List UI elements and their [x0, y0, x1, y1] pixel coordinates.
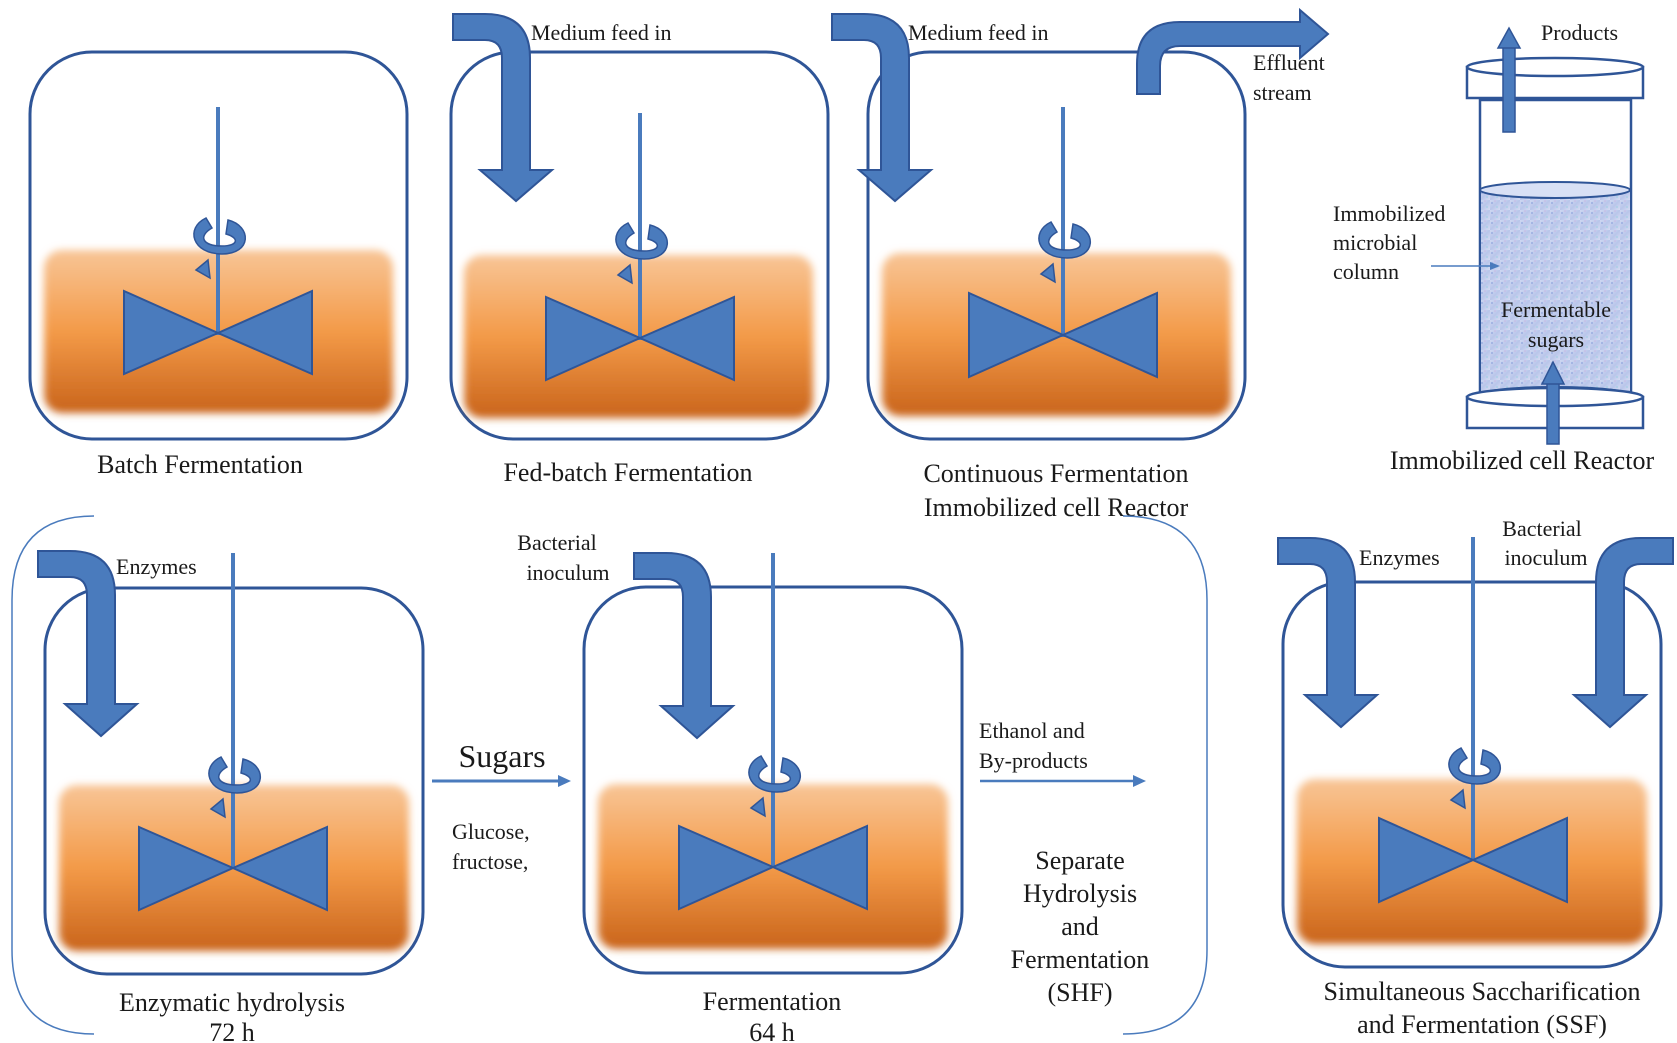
medium-feed-arrow-icon — [831, 13, 934, 203]
impeller-blade-left — [678, 824, 776, 911]
ssf-input1-label: Enzymes — [1359, 545, 1440, 570]
immobilized-packing — [1481, 190, 1630, 395]
rotation-arrow-icon — [208, 756, 261, 794]
impeller-blade-right — [770, 824, 868, 911]
sugars-transfer-arrow-icon — [558, 775, 571, 787]
immobilized-column-reactor: Products Immobilized microbial column Fe… — [1333, 20, 1654, 475]
column-pointer-icon — [1490, 262, 1500, 270]
rotation-arrow-icon — [748, 755, 801, 793]
products-arrow-icon — [1496, 26, 1522, 49]
fermentation-reactor: Bacterial inoculum Fermentation 64 h — [517, 530, 964, 1043]
impeller-blade-right — [1060, 291, 1158, 379]
vessel-outline — [449, 50, 830, 441]
products-label: Products — [1541, 20, 1618, 45]
sugars-label: Sugars — [458, 738, 545, 774]
shf-bracket-left — [11, 515, 95, 1035]
fermentation-input-line2: inoculum — [526, 560, 609, 585]
batch-reactor: Batch Fermentation — [28, 50, 409, 479]
shf-label-line5: (SHF) — [1047, 978, 1112, 1007]
column-label-line2: microbial — [1333, 230, 1417, 255]
impeller-blade-right — [637, 295, 735, 382]
enzymes-feed-arrow-icon — [37, 550, 140, 738]
ethanol-label-line1: Ethanol and — [979, 718, 1085, 743]
ethanol-output: Ethanol and By-products — [979, 718, 1146, 787]
sugars-inlet-shaft — [1546, 381, 1560, 445]
fermentable-sugars-line1: Fermentable — [1501, 297, 1611, 322]
hydrolysis-reactor: Enzymes Enzymatic hydrolysis 72 h — [37, 550, 425, 1043]
sugars-inlet-arrow-icon — [1540, 360, 1566, 385]
vessel-outline — [28, 50, 409, 441]
medium-feed-arrow-icon — [452, 13, 555, 203]
rotation-arrowhead-icon — [1039, 262, 1056, 284]
impeller-blade-left — [1378, 816, 1476, 904]
rotation-arrowhead-icon — [749, 796, 766, 818]
ssf-caption-line2: and Fermentation (SSF) — [1357, 1010, 1607, 1039]
immobilized-caption: Immobilized cell Reactor — [1390, 446, 1655, 475]
continuous-caption-line1: Continuous Fermentation — [923, 459, 1188, 488]
shf-label-line1: Separate — [1035, 846, 1125, 875]
rotation-arrow-icon — [193, 217, 246, 255]
ssf-caption-line1: Simultaneous Saccharification — [1324, 977, 1641, 1006]
hydrolysis-caption-line1: Enzymatic hydrolysis — [119, 988, 345, 1017]
vessel-outline — [866, 50, 1247, 441]
shf-label: Separate Hydrolysis and Fermentation (SH… — [1011, 846, 1150, 1007]
packing-top — [1479, 181, 1631, 199]
impeller-blade-left — [138, 825, 236, 912]
rotation-arrowhead-icon — [209, 797, 226, 819]
ssf-reactor: Enzymes Bacterial inoculum Simultaneous … — [1277, 516, 1674, 1039]
shf-bracket-right — [1122, 515, 1208, 1035]
fedbatch-caption: Fed-batch Fermentation — [503, 458, 752, 487]
rotation-arrow-icon — [1448, 747, 1501, 785]
fermentable-sugars-line2: sugars — [1528, 327, 1584, 352]
hydrolysis-caption-line2: 72 h — [209, 1018, 255, 1043]
rotation-arrowhead-icon — [194, 258, 211, 280]
sugars-transfer: Sugars Glucose, fructose, — [432, 738, 571, 874]
impeller-blade-left — [123, 289, 221, 376]
rotation-arrowhead-icon — [616, 263, 633, 285]
rotation-arrow-icon — [1038, 221, 1091, 259]
enzymes-feed-arrow-icon — [1277, 537, 1380, 729]
continuous-reactor: Medium feed in Effluent stream Continuou… — [831, 7, 1330, 522]
fermentation-caption-line2: 64 h — [749, 1018, 795, 1043]
column-top-rim — [1465, 56, 1645, 78]
effluent-arrow-icon — [1136, 7, 1330, 95]
sugars-sub-line1: Glucose, — [452, 819, 530, 844]
ssf-input2-line1: Bacterial — [1502, 516, 1581, 541]
shf-label-line4: Fermentation — [1011, 945, 1150, 974]
fedbatch-reactor: Medium feed in Fed-batch Fermentation — [449, 13, 830, 487]
continuous-feed-label: Medium feed in — [908, 20, 1049, 45]
ethanol-label-line2: By-products — [979, 748, 1088, 773]
shf-label-line3: and — [1061, 912, 1099, 941]
impeller-blade-right — [1470, 816, 1568, 904]
impeller-blade-left — [968, 291, 1066, 379]
batch-caption: Batch Fermentation — [97, 450, 303, 479]
column-label-line3: column — [1333, 259, 1399, 284]
impeller-blade-right — [215, 289, 313, 376]
impeller-blade-left — [545, 295, 643, 382]
hydrolysis-input-label: Enzymes — [116, 554, 197, 579]
effluent-label-line1: Effluent — [1253, 50, 1325, 75]
rotation-arrowhead-icon — [1449, 788, 1466, 810]
fermentation-caption-line1: Fermentation — [703, 987, 842, 1016]
column-label-line1: Immobilized — [1333, 201, 1445, 226]
sugars-sub-line2: fructose, — [452, 849, 528, 874]
inoculum-feed-arrow-icon — [1571, 537, 1674, 729]
shf-label-line2: Hydrolysis — [1023, 879, 1137, 908]
impeller-blade-right — [230, 825, 328, 912]
fedbatch-feed-label: Medium feed in — [531, 20, 672, 45]
inoculum-feed-arrow-icon — [633, 552, 736, 740]
fermentation-input-line1: Bacterial — [517, 530, 596, 555]
products-arrow-shaft — [1502, 45, 1516, 133]
ssf-input2-line2: inoculum — [1504, 545, 1587, 570]
rotation-arrow-icon — [615, 222, 668, 260]
effluent-label-line2: stream — [1253, 80, 1312, 105]
ethanol-output-arrow-icon — [1133, 775, 1146, 787]
